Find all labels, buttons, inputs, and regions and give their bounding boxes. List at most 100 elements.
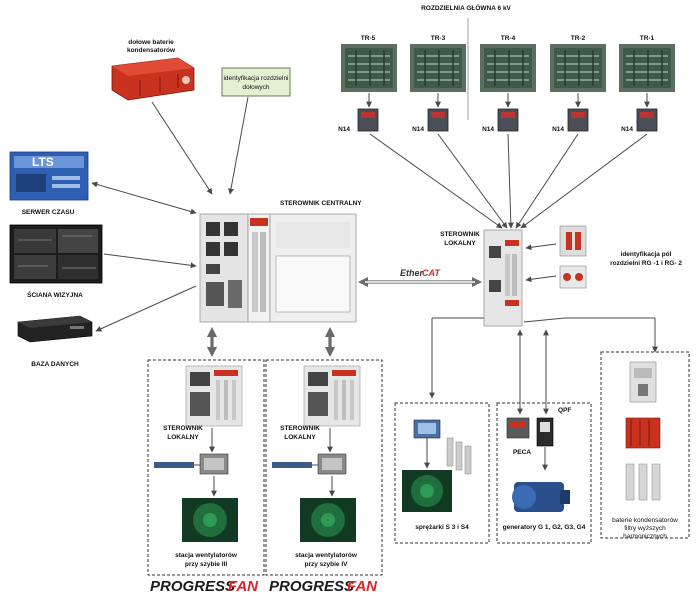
arrow: [228, 96, 249, 195]
cx-plc-image: [199, 213, 357, 323]
ethercat-logo: Ether CAT: [400, 268, 441, 278]
arrow: [515, 133, 579, 229]
batteries-top-label-1: dołowe baterie: [128, 39, 174, 46]
brand-progress: PROGRESS: [269, 578, 354, 595]
peca-label: PECA: [513, 449, 531, 456]
meter-label: N14: [412, 126, 424, 133]
compressors-group: [394, 402, 490, 544]
meter-n14-2: N14: [412, 108, 449, 133]
fan-motor-image: [300, 498, 356, 542]
ethercat-text-left: Ether: [400, 268, 424, 278]
meter-n14-3: N14: [482, 108, 519, 133]
ident-fields-label-2: rozdzielni RG -1 i RG- 2: [610, 260, 682, 267]
fan-station-4-label-1: stacja wentylatorów: [295, 552, 358, 559]
switchgear-title: ROZDZIELNIA GŁÓWNA 6 kV: [421, 3, 511, 12]
arrow: [437, 133, 508, 229]
arrow: [520, 133, 648, 229]
meter-n14-1: N14: [338, 108, 379, 133]
compressors-label: sprężarki S 3 i S4: [415, 524, 469, 531]
database: BAZA DANYCH: [17, 315, 93, 368]
fan-station-3: STEROWNIK LOKALNY stacja wentylatorów pr…: [154, 365, 243, 568]
device-tag: [272, 462, 312, 468]
ident-box-line-1: identyfikacja rozdzielni: [223, 75, 288, 82]
local-controller-label-1: STEROWNIK: [163, 425, 203, 432]
sensor-images: [446, 437, 472, 475]
video-wall-label: ŚCIANA WIZYJNA: [27, 290, 83, 299]
meter-label: N14: [482, 126, 494, 133]
brand-fan: FAN: [228, 578, 259, 595]
fan-station-4-group: [265, 359, 383, 576]
local-controller: [483, 229, 523, 327]
drive-panel-image: [317, 453, 347, 475]
transformer-image: [410, 44, 466, 92]
arrow: [369, 133, 503, 229]
arrow: [525, 243, 557, 251]
brand-progress: PROGRESS: [150, 578, 235, 595]
transformer-label: TR-2: [571, 35, 586, 42]
batteries-bottom-label-1: baterie kondensatorów: [612, 517, 678, 524]
arrow: [525, 275, 557, 283]
breaker-image: [629, 361, 657, 403]
local-plc-image: [185, 365, 243, 427]
transformer-label: TR-1: [640, 35, 655, 42]
time-server: LTS SERWER CZASU: [9, 151, 89, 216]
meter-label: N14: [338, 126, 350, 133]
video-wall-image: [9, 224, 103, 284]
transformer-tr3: TR-3: [410, 35, 466, 92]
peca-device: PECA: [506, 417, 531, 456]
central-controller-label: STEROWNIK CENTRALNY: [280, 200, 362, 207]
transformer-image: [341, 44, 397, 92]
fan-station-3-group: [147, 359, 265, 576]
generator-image: [512, 482, 570, 512]
transformer-image: [480, 44, 536, 92]
compressors-images: [402, 419, 472, 512]
progressfan-logo-right: PROGRESS FAN: [269, 578, 378, 595]
generators-group: [496, 402, 592, 544]
local-controller-label-2: LOKALNY: [444, 240, 476, 247]
video-wall: ŚCIANA WIZYJNA: [9, 224, 103, 299]
fuse-image: [559, 265, 587, 289]
qpf-device: QPF: [536, 407, 571, 447]
arrow: [95, 285, 197, 332]
arrow: [103, 253, 197, 269]
fan-station-4: STEROWNIK LOKALNY stacja wentylatorów pr…: [272, 365, 361, 568]
ident-box-line-2: dołowych: [242, 84, 269, 91]
transformer-label: TR-3: [431, 35, 446, 42]
transformer-label: TR-5: [361, 35, 376, 42]
device-tag: [154, 462, 194, 468]
fan-station-3-label-1: stacja wentylatorów: [175, 552, 238, 559]
transformer-image: [619, 44, 675, 92]
link-segment: [523, 317, 566, 323]
batteries-bottom-label-2: filtry wyższych: [624, 525, 666, 532]
central-controller: [199, 213, 357, 323]
fan-station-4-label-2: przy szybie IV: [305, 561, 349, 568]
transformer-tr5: TR-5: [341, 35, 397, 92]
batteries-group: [600, 351, 690, 539]
capacitor-cabinet-image: [111, 57, 195, 101]
lts-logo: LTS: [32, 155, 54, 169]
meter-n14-5: N14: [621, 108, 658, 133]
arrow: [507, 133, 514, 229]
brand-fan: FAN: [347, 578, 378, 595]
capacitor-bank-image: [625, 417, 661, 449]
arrow: [151, 101, 213, 195]
meter-n14-4: N14: [552, 108, 589, 133]
batteries-bottom-label-3: harmonicznych: [623, 533, 667, 540]
generators-label: generatory G 1, G2, G3, G4: [503, 524, 586, 531]
local-plc-image: [483, 229, 523, 327]
progressfan-logo-left: PROGRESS FAN: [150, 578, 259, 595]
meter-label: N14: [621, 126, 633, 133]
arrow: [91, 181, 197, 215]
transformer-label: TR-4: [501, 35, 516, 42]
local-controller-label-2: LOKALNY: [284, 434, 316, 441]
batteries-images: [625, 361, 661, 501]
compressor-motor-image: [402, 470, 452, 512]
breaker-image: [559, 225, 587, 257]
drive-panel-image: [199, 453, 229, 475]
rg-switchgear-images: [559, 225, 587, 289]
database-server-image: [17, 315, 93, 343]
underground-batteries: dołowe baterie kondensatorów: [111, 39, 195, 101]
ident-fields-label-1: identyfikacja pól: [621, 251, 672, 258]
time-server-label: SERWER CZASU: [22, 209, 75, 216]
